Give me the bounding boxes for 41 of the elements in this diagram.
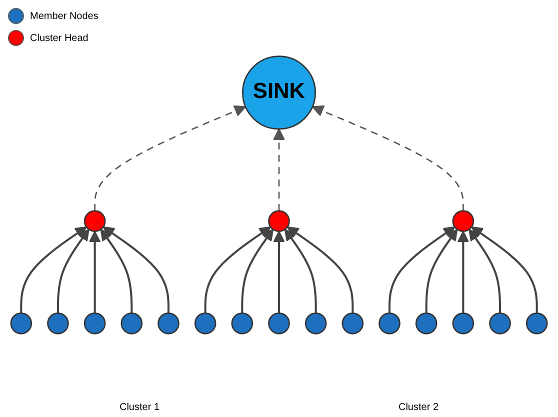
arrow <box>457 230 470 314</box>
arrow <box>94 105 246 211</box>
node-circle <box>378 312 400 334</box>
node-circle <box>84 210 106 232</box>
node-circle <box>10 312 32 334</box>
node-circle <box>452 210 474 232</box>
arrow <box>273 128 285 211</box>
cluster-label: Cluster 1 <box>119 402 160 413</box>
arrow <box>100 228 133 314</box>
node-circle <box>304 312 327 334</box>
node-circle <box>47 312 69 334</box>
node-circle <box>268 210 290 232</box>
arrow <box>284 228 317 314</box>
arrow <box>388 226 456 314</box>
node-circle <box>84 312 106 334</box>
arrow <box>425 228 458 314</box>
arrow <box>56 228 90 314</box>
arrow <box>88 230 101 314</box>
arrow <box>273 230 285 314</box>
node-circle <box>268 312 290 334</box>
arrow <box>204 226 272 314</box>
node-circle <box>526 312 548 334</box>
node-circle <box>231 312 254 334</box>
node-circle <box>342 312 364 334</box>
arrow <box>312 105 464 211</box>
arrow <box>241 228 274 314</box>
node-circle: SINK <box>242 56 316 130</box>
arrow <box>468 228 502 314</box>
node-circle <box>452 312 474 334</box>
arrow <box>286 226 354 314</box>
arrow <box>471 226 538 314</box>
arrow <box>20 226 87 314</box>
cluster-label: Cluster 2 <box>398 402 438 413</box>
arrow <box>102 226 170 314</box>
node-circle <box>415 312 438 334</box>
node-circle <box>158 312 180 334</box>
legend-label: Cluster Head <box>30 32 88 44</box>
node-circle <box>489 312 511 334</box>
node-circle <box>120 312 143 334</box>
node-circle <box>194 312 216 334</box>
legend-label: Member Nodes <box>30 10 98 22</box>
